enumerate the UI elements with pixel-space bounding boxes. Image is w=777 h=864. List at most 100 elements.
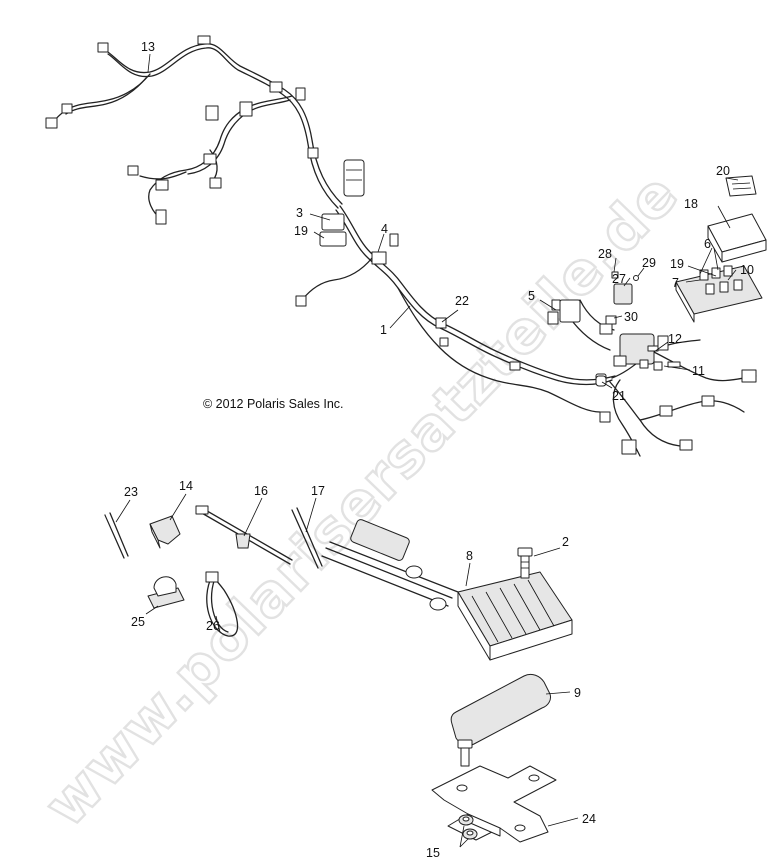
callout-3: 3 xyxy=(296,206,303,220)
callout-6: 6 xyxy=(704,237,711,251)
connector-icon xyxy=(599,411,611,423)
connector-icon xyxy=(509,361,521,371)
callout-23: 23 xyxy=(124,485,138,499)
callout-7: 7 xyxy=(672,276,679,290)
callout-19: 19 xyxy=(294,224,308,238)
terminal-icon xyxy=(611,271,619,279)
callout-26: 26 xyxy=(206,619,220,633)
relay-parts xyxy=(551,271,639,325)
connector-icon xyxy=(321,213,345,231)
label-sticker-icon xyxy=(725,175,757,197)
callout-18: 18 xyxy=(684,197,698,211)
part-16-push-mount-tie xyxy=(195,505,293,565)
screw-icon xyxy=(639,359,649,369)
callout-4: 4 xyxy=(381,222,388,236)
callout-2: 2 xyxy=(562,535,569,549)
callout-9: 9 xyxy=(574,686,581,700)
callout-1: 1 xyxy=(380,323,387,337)
copyright-notice: © 2012 Polaris Sales Inc. xyxy=(203,397,344,411)
watermark: www.polarisersatzteile.de xyxy=(30,159,692,841)
fuse-icon xyxy=(699,265,743,295)
relay-icon xyxy=(613,283,633,305)
connector-icon xyxy=(741,369,757,383)
connector-icon xyxy=(435,317,447,329)
callout-16: 16 xyxy=(254,484,268,498)
multi-pin-connector-icon xyxy=(343,159,365,197)
connector-icon xyxy=(559,299,581,323)
callout-24: 24 xyxy=(582,812,596,826)
clip-icon xyxy=(647,345,659,352)
callout-20: 20 xyxy=(716,164,730,178)
part-26-strap xyxy=(205,571,239,637)
callout-30: 30 xyxy=(624,310,638,324)
small-fasteners xyxy=(595,345,681,387)
part-23-cable-tie xyxy=(104,512,129,559)
connector-icon xyxy=(605,315,617,325)
callout-28: 28 xyxy=(598,247,612,261)
callout-27: 27 xyxy=(612,272,626,286)
part-25-clip-holder xyxy=(147,576,185,609)
connector-icon xyxy=(155,179,169,191)
callout-15: 15 xyxy=(426,846,440,860)
connector-icon xyxy=(371,251,387,265)
connector-icon xyxy=(659,405,673,417)
part-17-cable-tie xyxy=(291,507,323,569)
connector-icon xyxy=(657,335,669,351)
connector-icon xyxy=(197,35,211,45)
callout-10: 10 xyxy=(740,263,754,277)
connector-icon xyxy=(350,519,410,561)
callout-21: 21 xyxy=(612,389,626,403)
connector-icon xyxy=(155,209,167,225)
part-24-mounting-bracket xyxy=(431,765,557,843)
callout-17: 17 xyxy=(311,484,325,498)
leader-lines xyxy=(115,53,739,848)
connector-icon xyxy=(701,395,715,407)
callout-22: 22 xyxy=(455,294,469,308)
connector-icon xyxy=(307,147,319,159)
harness-connectors xyxy=(45,35,757,455)
callout-19: 19 xyxy=(670,257,684,271)
callout-14: 14 xyxy=(179,479,193,493)
part-9-pad xyxy=(450,673,551,747)
connector-icon xyxy=(97,42,109,53)
connector-icon xyxy=(389,233,399,247)
part-8-voltage-regulator xyxy=(321,519,573,661)
main-wire-harness xyxy=(51,43,757,457)
fuse-box-assembly xyxy=(675,175,767,323)
callout-5: 5 xyxy=(528,289,535,303)
callout-12: 12 xyxy=(668,332,682,346)
part-2-bolt xyxy=(517,547,533,579)
connector-icon xyxy=(209,177,222,189)
connector-icon xyxy=(205,105,219,121)
callout-11: 11 xyxy=(692,364,705,378)
connector-icon xyxy=(203,153,217,165)
callout-25: 25 xyxy=(131,615,145,629)
watermark-text: www.polarisersatzteile.de xyxy=(31,160,691,840)
connector-icon xyxy=(239,101,253,117)
connector-icon xyxy=(295,87,306,101)
callout-29: 29 xyxy=(642,256,656,270)
connector-icon xyxy=(679,439,693,451)
connector-icon xyxy=(547,311,559,325)
connector-icon xyxy=(269,81,283,93)
connector-icon xyxy=(621,439,637,455)
part-14-harness-clip xyxy=(149,515,181,549)
connector-icon xyxy=(45,117,58,129)
part-15-nuts xyxy=(458,814,478,840)
screw-icon xyxy=(653,361,663,371)
callout-13: 13 xyxy=(141,40,155,54)
bracket-icon xyxy=(667,361,681,368)
connector-icon xyxy=(127,165,139,176)
connector-icon xyxy=(439,337,449,347)
connector-icon xyxy=(613,355,627,367)
callout-8: 8 xyxy=(466,549,473,563)
seal-icon xyxy=(633,275,639,281)
bracket-bolt xyxy=(457,739,473,767)
grommet-icon xyxy=(595,375,607,387)
connector-icon xyxy=(599,323,613,335)
callout-labels: 13 1 2 3 19 4 22 5 28 29 27 30 12 11 21 … xyxy=(124,40,754,860)
connector-icon xyxy=(295,295,307,307)
connector-icon xyxy=(61,103,73,114)
